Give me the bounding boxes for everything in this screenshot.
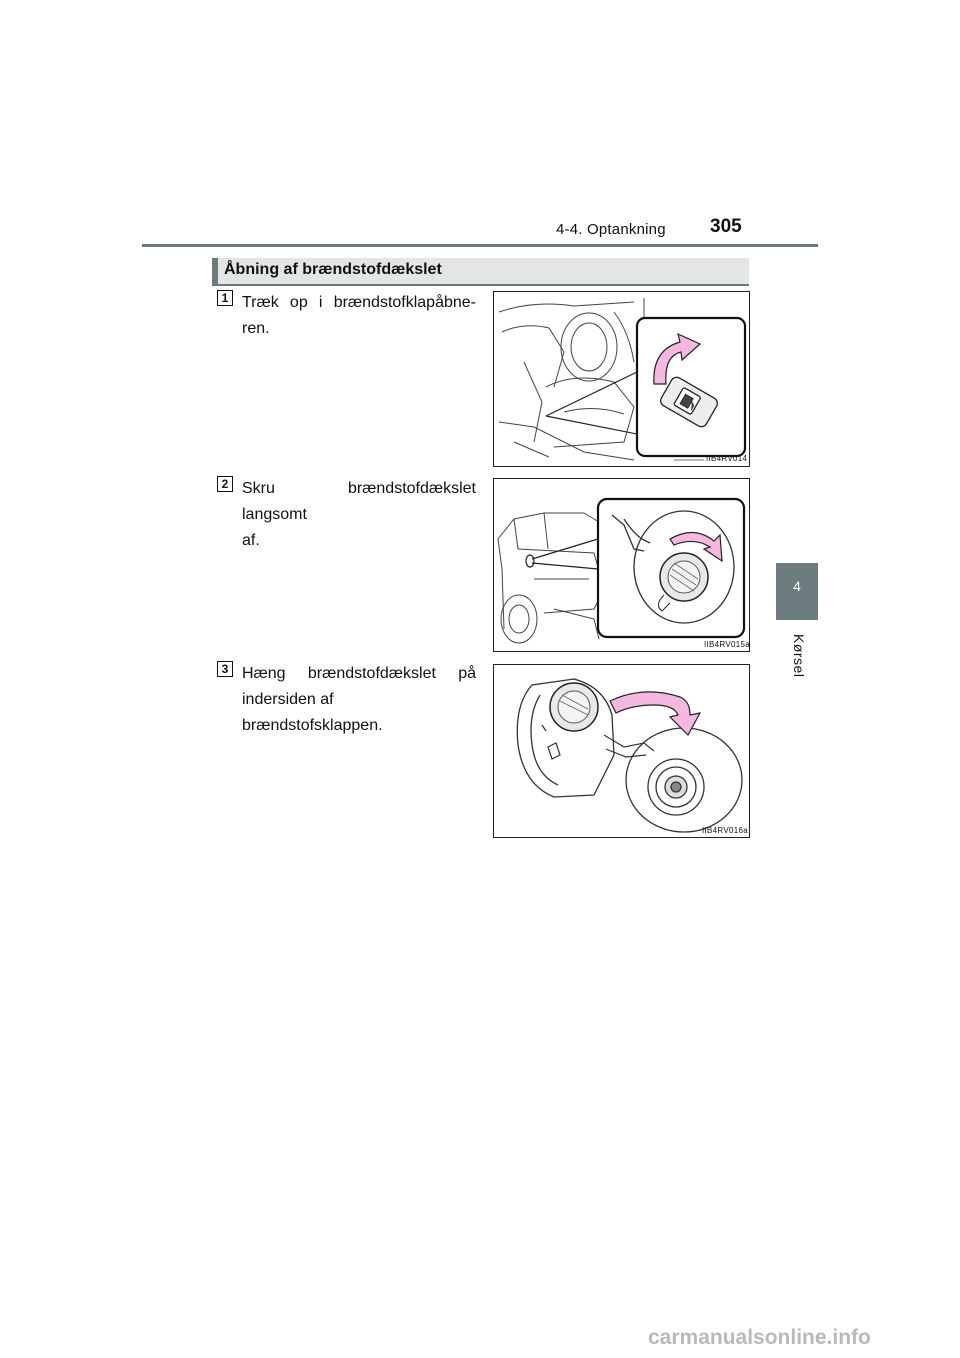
figure-fuel-door-opener: IIB4RV014: [493, 291, 750, 467]
step-2-text: Skru brændstofdækslet langsomt af.: [242, 476, 476, 554]
step-3-text: Hæng brændstofdækslet på indersiden af b…: [242, 661, 476, 739]
figure-1-code: IIB4RV014: [706, 454, 748, 463]
step-1-line-2: ren.: [242, 320, 270, 337]
step-3-line-1: Hæng brændstofdækslet på: [242, 665, 476, 682]
figure-2-code: IIB4RV015a: [704, 640, 750, 649]
step-2-line-2: af.: [242, 532, 260, 549]
section-underline: [212, 284, 749, 286]
section-title: Åbning af brændstofdækslet: [224, 261, 442, 278]
step-1-number: 1: [217, 290, 233, 306]
figure-3-code: IIB4RV016a: [702, 826, 748, 835]
header-rule: [142, 244, 818, 247]
figure-hang-fuel-cap: IIB4RV016a: [493, 664, 750, 838]
step-3-line-2: indersiden af brændstofsklappen.: [242, 691, 383, 734]
chapter-tab-number: 4: [793, 578, 801, 594]
section-heading-bar: [212, 258, 749, 284]
figure-unscrew-fuel-cap: IIB4RV015a: [493, 478, 750, 652]
chapter-tab: [776, 563, 818, 620]
chapter-tab-label: Kørsel: [791, 634, 807, 678]
section-heading-accent: [212, 258, 218, 284]
footer-watermark: carmanualsonline.info: [648, 1326, 871, 1349]
step-3-number: 3: [217, 661, 233, 677]
step-2-line-1: Skru brændstofdækslet langsomt: [242, 480, 476, 523]
header-section-ref: 4-4. Optankning: [556, 221, 666, 238]
step-1-text: Træk op i brændstofklapåbne- ren.: [242, 290, 476, 342]
step-2-number: 2: [217, 476, 233, 492]
step-1-line-1: Træk op i brændstofklapåbne-: [242, 294, 476, 311]
page-number: 305: [710, 216, 742, 237]
